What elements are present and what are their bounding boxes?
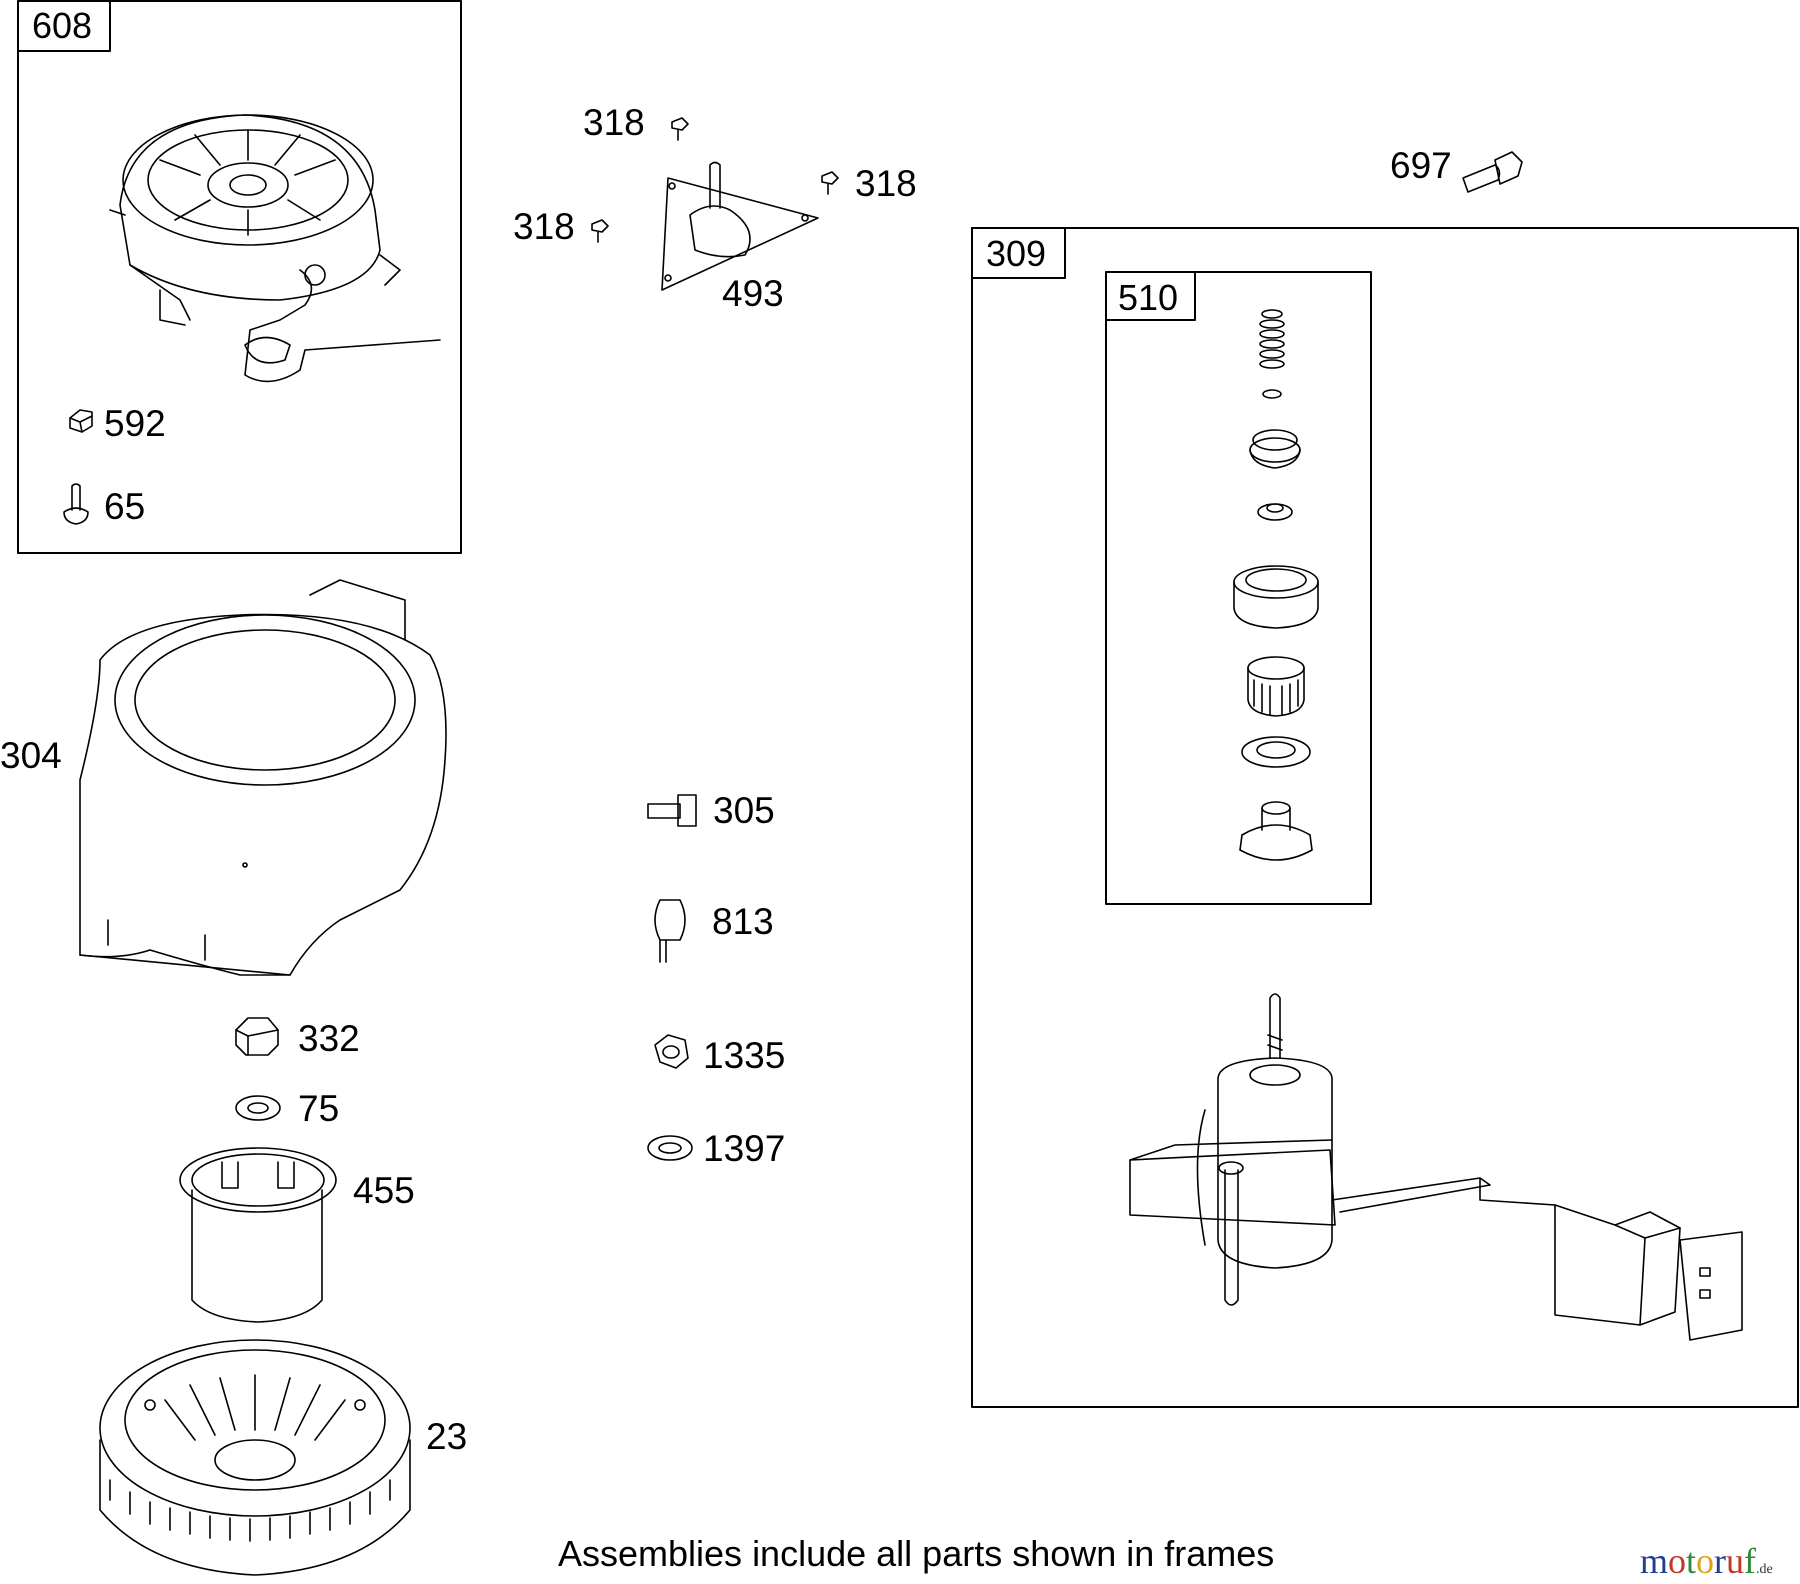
callout-304: 304 xyxy=(0,735,62,776)
bolt-697-drawing xyxy=(1462,151,1523,193)
frame-510 xyxy=(1105,271,1372,905)
frame-608 xyxy=(17,0,462,554)
watermark-letter-o1: o xyxy=(1668,1541,1687,1581)
recoil-starter-drawing xyxy=(109,114,441,383)
callout-493: 493 xyxy=(722,273,784,314)
starter-motor-drawing xyxy=(1129,993,1743,1341)
bolt-318c-drawing xyxy=(591,219,609,243)
washer-1397-drawing xyxy=(647,1135,693,1161)
callout-75: 75 xyxy=(298,1088,340,1129)
watermark-letter-m: m xyxy=(1640,1541,1669,1581)
callout-305: 305 xyxy=(713,790,775,831)
watermark-letter-r: r xyxy=(1714,1541,1727,1581)
nut-332-drawing xyxy=(235,1017,279,1056)
assemblies-footnote: Assemblies include all parts shown in fr… xyxy=(558,1533,1275,1574)
flywheel-23-drawing xyxy=(99,1339,411,1576)
watermark-tld: .de xyxy=(1756,1562,1773,1577)
watermark-letter-u: u xyxy=(1726,1541,1745,1581)
bolt-318a-drawing xyxy=(671,117,689,141)
callout-1397: 1397 xyxy=(703,1128,786,1169)
callout-697: 697 xyxy=(1390,145,1452,186)
frame-510-tag: 510 xyxy=(1118,277,1179,318)
watermark-letter-o2: o xyxy=(1696,1541,1715,1581)
screw-65-drawing xyxy=(63,483,89,525)
nut-592-drawing xyxy=(69,409,93,433)
watermark-letter-f: f xyxy=(1744,1541,1757,1581)
callout-332: 332 xyxy=(298,1018,360,1059)
plate-493-drawing xyxy=(661,161,819,291)
part-813-drawing xyxy=(654,899,686,963)
callout-318-left: 318 xyxy=(513,206,575,247)
callout-318-top: 318 xyxy=(583,102,645,143)
callout-455: 455 xyxy=(353,1170,415,1211)
callout-318-right: 318 xyxy=(855,163,917,204)
screen-cup-455-drawing xyxy=(179,1147,337,1323)
callout-1335: 1335 xyxy=(703,1035,786,1076)
blower-housing-drawing xyxy=(79,579,447,976)
starter-drive-kit-drawing xyxy=(1233,309,1319,861)
callout-813: 813 xyxy=(712,901,774,942)
frame-608-tag: 608 xyxy=(32,5,93,46)
frame-309 xyxy=(971,227,1799,1408)
callout-65: 65 xyxy=(104,486,146,527)
nut-1335-drawing xyxy=(654,1034,689,1069)
motoruf-watermark: motoruf.de xyxy=(1640,1540,1773,1582)
lock-washer-75-drawing xyxy=(235,1095,281,1121)
callout-592: 592 xyxy=(104,403,166,444)
frame-309-tag: 309 xyxy=(986,233,1047,274)
watermark-letter-t: t xyxy=(1686,1541,1697,1581)
bolt-318b-drawing xyxy=(821,171,839,195)
callout-23: 23 xyxy=(426,1416,468,1457)
bolt-305-drawing xyxy=(647,794,697,827)
